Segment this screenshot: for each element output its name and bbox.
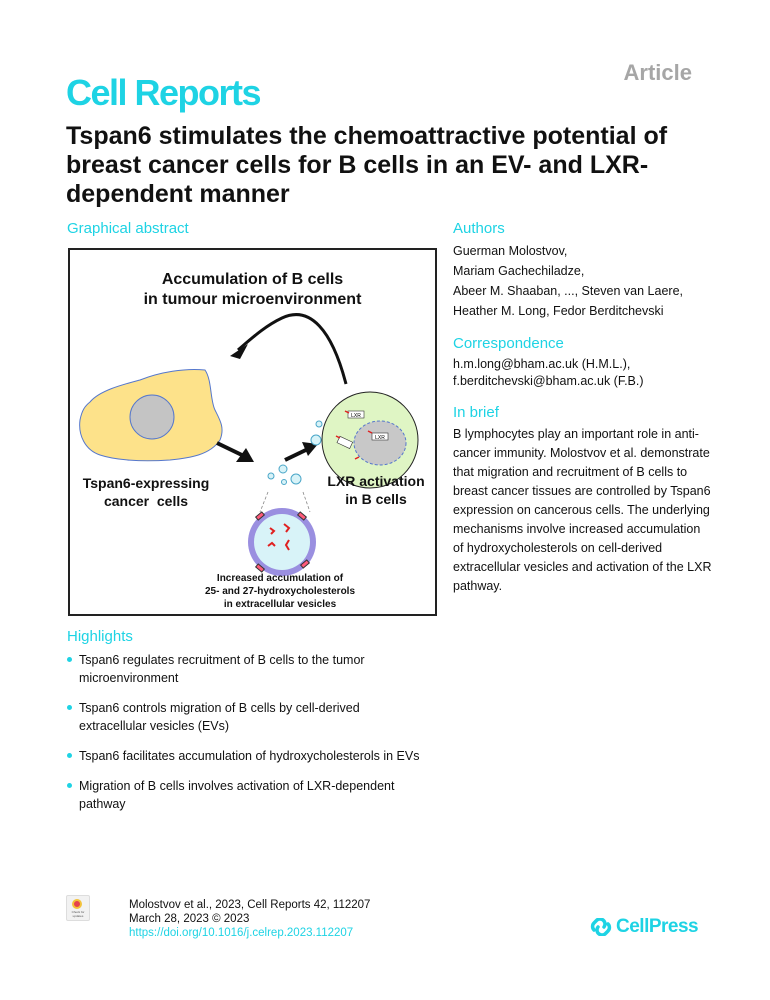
authors-heading: Authors bbox=[453, 220, 505, 237]
highlight-item: Tspan6 facilitates accumulation of hydro… bbox=[67, 747, 427, 765]
vesicle bbox=[278, 464, 288, 474]
vesicle bbox=[281, 479, 287, 485]
article-type-label: Article bbox=[623, 60, 692, 85]
graphical-abstract-figure: LXR LXR bbox=[79, 313, 419, 576]
author-line[interactable]: Abeer M. Shaaban, ..., Steven van Laere, bbox=[453, 284, 684, 298]
author-line[interactable]: Mariam Gachechiladze, bbox=[453, 264, 585, 278]
cellpress-link-icon bbox=[590, 918, 612, 936]
graphical-abstract: LXR LXR Accumulation of B cells bbox=[68, 248, 437, 616]
in-brief-heading: In brief bbox=[453, 404, 499, 421]
vesicle bbox=[290, 473, 302, 485]
article-title: Tspan6 stimulates the chemoattractive po… bbox=[66, 122, 668, 208]
correspondence-email[interactable]: h.m.long@bham.ac.uk (H.M.L.), bbox=[453, 357, 631, 371]
check-for-updates-badge[interactable]: Check for updates bbox=[66, 895, 90, 921]
b-cell-nucleus bbox=[353, 420, 407, 466]
bullet-icon bbox=[67, 783, 72, 788]
in-brief-text: B lymphocytes play an important role in … bbox=[453, 427, 712, 593]
citation-block: Molostvov et al., 2023, Cell Reports 42,… bbox=[129, 898, 370, 940]
citation: Molostvov et al., 2023, Cell Reports 42,… bbox=[129, 899, 371, 911]
arrow-cancer-to-vesicles bbox=[216, 441, 247, 459]
doi-link[interactable]: https://doi.org/10.1016/j.celrep.2023.11… bbox=[129, 927, 354, 939]
correspondence-email[interactable]: f.berditchevski@bham.ac.uk (F.B.) bbox=[453, 374, 644, 388]
cellpress-logo[interactable]: CellPress bbox=[590, 916, 699, 938]
author-line[interactable]: Heather M. Long, Fedor Berditchevski bbox=[453, 304, 664, 318]
highlight-item: Migration of B cells involves activation… bbox=[67, 777, 427, 813]
cancer-nucleus bbox=[129, 394, 175, 440]
bullet-icon bbox=[67, 753, 72, 758]
lxr-activation-label: LXR activation in B cells bbox=[327, 473, 425, 507]
highlights-list: Tspan6 regulates recruitment of B cells … bbox=[67, 651, 427, 825]
author-line[interactable]: Guerman Molostvov, bbox=[453, 244, 568, 258]
bullet-icon bbox=[67, 705, 72, 710]
correspondence-section: Correspondence h.m.long@bham.ac.uk (H.M.… bbox=[453, 335, 713, 390]
authors-section: Authors Guerman Molostvov, Mariam Gachec… bbox=[453, 220, 713, 321]
bullet-icon bbox=[67, 657, 72, 662]
lxr-tag-cytoplasm: LXR bbox=[351, 413, 361, 419]
feedback-arrow bbox=[237, 313, 348, 385]
highlight-item: Tspan6 regulates recruitment of B cells … bbox=[67, 651, 427, 687]
lxr-tag-nucleus: LXR bbox=[375, 435, 385, 441]
ev-accumulation-label: Increased accumulation of 25- and 27-hyd… bbox=[204, 573, 356, 610]
highlight-item: Tspan6 controls migration of B cells by … bbox=[67, 699, 427, 735]
graphical-abstract-heading: Graphical abstract bbox=[67, 220, 189, 237]
feedback-arrowhead bbox=[230, 344, 248, 359]
cancer-cells-label: Tspan6-expressing cancer cells bbox=[82, 475, 210, 509]
highlights-heading: Highlights bbox=[67, 628, 133, 645]
right-column: Authors Guerman Molostvov, Mariam Gachec… bbox=[453, 220, 713, 610]
vesicle bbox=[267, 472, 275, 480]
bookmark-icon bbox=[72, 899, 82, 909]
correspondence-heading: Correspondence bbox=[453, 335, 564, 352]
graphical-abstract-title: Accumulation of B cells in tumour microe… bbox=[143, 271, 362, 308]
publication-date: March 28, 2023 © 2023 bbox=[129, 913, 250, 925]
journal-name[interactable]: Cell Reports bbox=[66, 72, 262, 113]
in-brief-section: In brief B lymphocytes play an important… bbox=[453, 404, 713, 596]
